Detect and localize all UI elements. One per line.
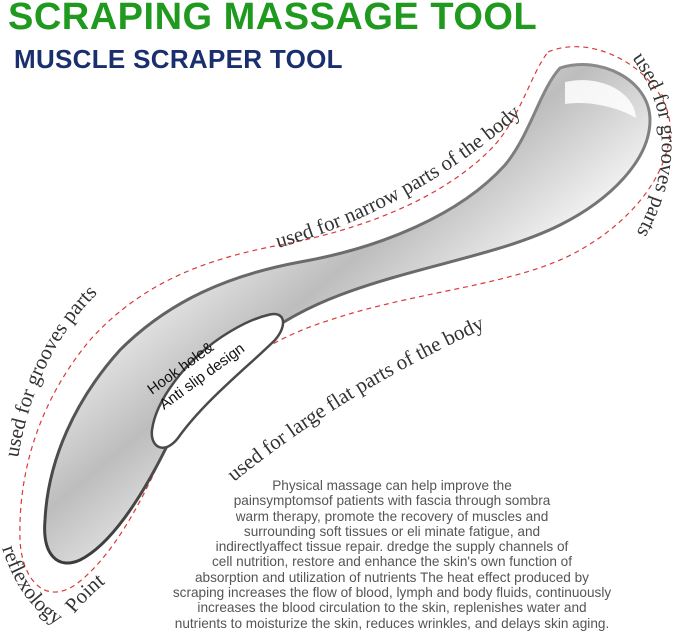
description-line: increases the blood circulation to the s… <box>197 600 587 616</box>
description-line: Physical massage can help improve the <box>272 478 512 493</box>
description-line: painsymptomsof patients with fascia thro… <box>233 493 551 509</box>
description-line: warm therapy, promote the recovery of mu… <box>235 508 549 524</box>
description-line: nutrients to moisturize the skin, reduce… <box>174 615 610 631</box>
description-line: absorption and utilization of nutrients … <box>195 569 589 585</box>
title-main: SCRAPING MASSAGE TOOL <box>8 0 538 38</box>
title-sub: MUSCLE SCRAPER TOOL <box>14 44 343 74</box>
description-line: indirectlyaffect tissue repair. dredge t… <box>215 539 569 555</box>
description-line: scraping increases the flow of blood, ly… <box>172 585 612 601</box>
hook-hole <box>150 312 285 449</box>
description-paragraph: Physical massage can help improve the pa… <box>128 478 656 631</box>
scraper-highlight <box>565 80 636 118</box>
description-line: cell nutrition, restore and enhance the … <box>211 554 573 570</box>
scraper-body <box>43 63 652 565</box>
dashed-outline <box>19 46 671 593</box>
description-line: surrounding soft tissues or eli minate f… <box>243 523 541 539</box>
